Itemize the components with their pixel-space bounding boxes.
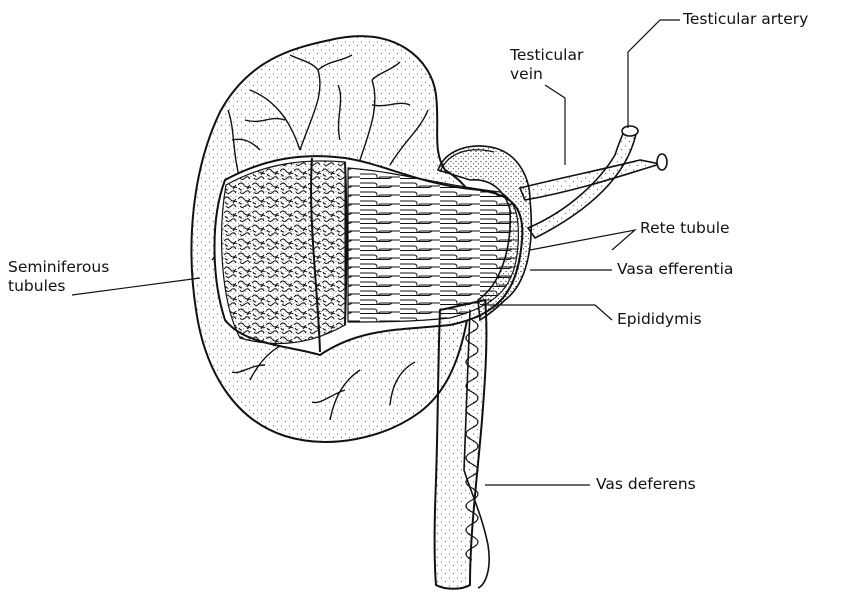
label-seminiferous-tubules-line2: tubules [8, 277, 109, 296]
label-testicular-vein: Testicular vein [510, 46, 583, 84]
label-testicular-artery: Testicular artery [683, 10, 808, 29]
leader-epididymis [485, 305, 612, 320]
vas-deferens-tube [435, 300, 490, 589]
label-vasa-efferentia: Vasa efferentia [617, 260, 733, 279]
label-vas-deferens: Vas deferens [596, 475, 696, 494]
label-testicular-vein-line1: Testicular [510, 46, 583, 65]
label-seminiferous-tubules: Seminiferous tubules [8, 258, 109, 296]
leader-testicular-vein [545, 85, 565, 165]
label-epididymis: Epididymis [617, 310, 702, 329]
label-testicular-vein-line2: vein [510, 65, 583, 84]
leader-testicular-artery [628, 20, 680, 128]
label-seminiferous-tubules-line1: Seminiferous [8, 258, 109, 277]
label-rete-tubule: Rete tubule [640, 219, 730, 238]
